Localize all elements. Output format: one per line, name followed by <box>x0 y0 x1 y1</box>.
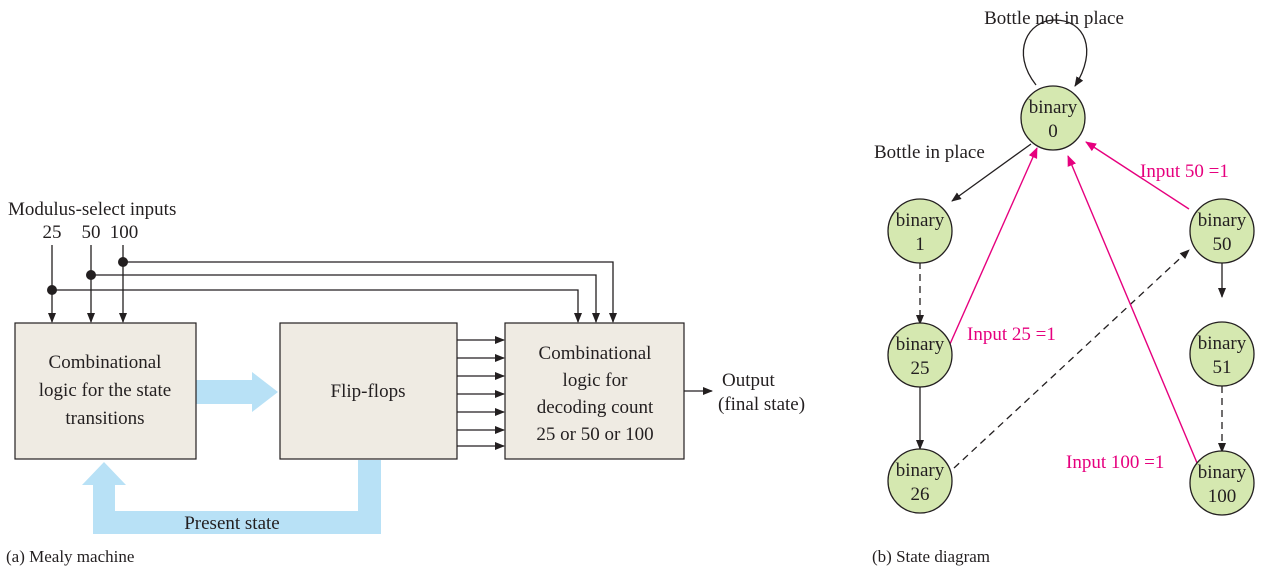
state-node-51: binary 51 <box>1189 321 1255 387</box>
input-25-edge-label: Input 25 =1 <box>967 324 1056 345</box>
state-circle <box>1189 321 1255 387</box>
state-line-2: 25 <box>911 358 930 379</box>
state-line-2: 26 <box>911 484 930 505</box>
decoder-line-3: decoding count <box>537 397 654 418</box>
decoder-line-1: Combinational <box>539 343 652 364</box>
state-node-0: binary 0 <box>1020 85 1086 151</box>
state-node-1: binary 1 <box>887 198 953 264</box>
state-line-1: binary <box>1198 210 1247 231</box>
combinational-line-1: Combinational <box>49 352 162 373</box>
state-line-1: binary <box>1198 333 1247 354</box>
edge-26-to-50 <box>953 249 1190 469</box>
state-line-2: 0 <box>1048 121 1058 142</box>
state-line-2: 100 <box>1208 486 1237 507</box>
caption-b: (b) State diagram <box>872 547 990 566</box>
state-line-2: 1 <box>915 234 925 255</box>
present-state-label: Present state <box>184 513 280 534</box>
input-100-label: 100 <box>110 222 139 243</box>
input-25-label: 25 <box>43 222 62 243</box>
state-circle <box>887 322 953 388</box>
caption-a: (a) Mealy machine <box>6 547 134 566</box>
edge-25-to-0 <box>949 147 1038 345</box>
output-label-1: Output <box>722 370 776 391</box>
state-circle <box>1189 450 1255 516</box>
state-diagram: Bottle not in place Bottle in place Inpu… <box>872 8 1255 566</box>
input-50-edge-label: Input 50 =1 <box>1140 161 1229 182</box>
branch-100 <box>123 261 617 323</box>
junction-100 <box>118 257 128 267</box>
input-50-label: 50 <box>82 222 101 243</box>
flip-flops-label: Flip-flops <box>331 381 406 402</box>
state-circle <box>887 448 953 514</box>
decoder-line-2: logic for <box>563 370 629 391</box>
combinational-line-3: transitions <box>65 408 144 429</box>
edge-0-to-1 <box>951 143 1032 202</box>
edge-100-to-0 <box>1067 155 1201 471</box>
state-line-1: binary <box>1198 462 1247 483</box>
state-node-100: binary 100 <box>1189 450 1255 516</box>
edge-50-to-0 <box>1085 141 1190 210</box>
junction-25 <box>47 285 57 295</box>
mealy-machine: Modulus-select inputs 25 50 100 Present … <box>6 199 805 566</box>
state-node-25: binary 25 <box>887 322 953 388</box>
present-state-flow-arrow <box>82 460 381 534</box>
state-circle <box>1189 198 1255 264</box>
state-line-1: binary <box>1029 97 1078 118</box>
combinational-line-2: logic for the state <box>39 380 171 401</box>
state-node-26: binary 26 <box>887 448 953 514</box>
state-circle <box>1020 85 1086 151</box>
junction-50 <box>86 270 96 280</box>
next-state-flow-arrow <box>195 372 278 412</box>
state-line-1: binary <box>896 210 945 231</box>
state-line-2: 50 <box>1213 234 1232 255</box>
combinational-logic-box <box>14 322 197 460</box>
modulus-select-label: Modulus-select inputs <box>8 199 176 220</box>
input-100-edge-label: Input 100 =1 <box>1066 452 1164 473</box>
state-node-50: binary 50 <box>1189 198 1255 264</box>
flip-flops-box <box>279 322 458 460</box>
output-label-2: (final state) <box>718 394 805 415</box>
branch-50 <box>91 274 600 323</box>
state-bus <box>457 336 505 450</box>
state-line-1: binary <box>896 460 945 481</box>
bottle-not-in-place-label: Bottle not in place <box>984 8 1124 29</box>
decoder-line-4: 25 or 50 or 100 <box>536 424 653 445</box>
state-line-1: binary <box>896 334 945 355</box>
branch-25 <box>52 289 582 323</box>
state-line-2: 51 <box>1213 357 1232 378</box>
self-loop-arrow <box>1022 19 1088 87</box>
bottle-in-place-label: Bottle in place <box>874 142 985 163</box>
state-circle <box>887 198 953 264</box>
